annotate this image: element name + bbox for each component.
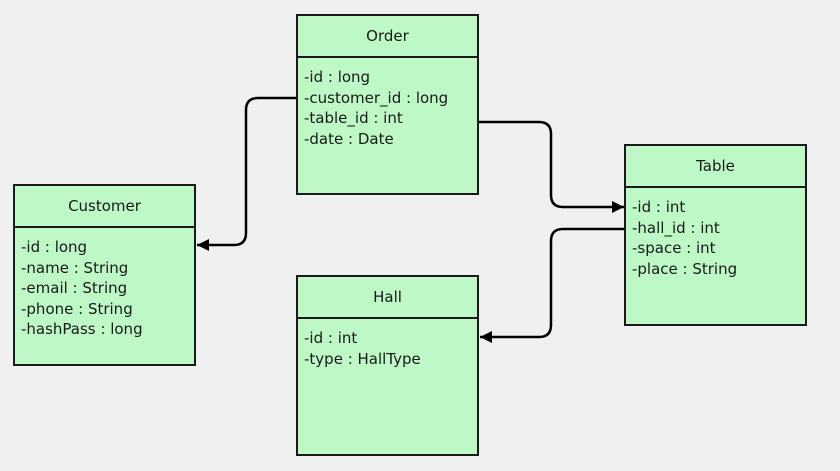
connector-order-to-table — [479, 120, 624, 213]
connector-table-to-hall — [480, 227, 624, 343]
class-customer[interactable]: Customer -id : long -name : String -emai… — [13, 184, 196, 366]
class-table[interactable]: Table -id : int -hall_id : int -space : … — [624, 144, 807, 326]
class-table-title: Table — [626, 146, 805, 188]
connector-order-to-customer — [197, 96, 296, 251]
attribute: -type : HallType — [304, 349, 421, 368]
class-customer-attributes: -id : long -name : String -email : Strin… — [15, 228, 194, 340]
class-order[interactable]: Order -id : long -customer_id : long -ta… — [296, 14, 479, 195]
class-customer-title: Customer — [15, 186, 194, 228]
attribute: -hashPass : long — [21, 320, 143, 339]
attribute: -id : int — [304, 329, 358, 347]
attribute: -hall_id : int — [632, 218, 720, 237]
class-hall-title: Hall — [298, 277, 477, 319]
attribute: -id : long — [304, 68, 371, 86]
attribute: -space : int — [632, 239, 716, 258]
class-table-attributes: -id : int -hall_id : int -space : int -p… — [626, 188, 805, 279]
attribute: -place : String — [632, 259, 738, 278]
class-order-title: Order — [298, 16, 477, 58]
attribute: -id : long — [21, 238, 88, 256]
attribute: -email : String — [21, 279, 128, 298]
attribute: -name : String — [21, 258, 129, 277]
attribute: -phone : String — [21, 299, 133, 318]
attribute: -id : int — [632, 198, 686, 216]
attribute: -customer_id : long — [304, 88, 449, 107]
class-order-attributes: -id : long -customer_id : long -table_id… — [298, 58, 477, 149]
attribute: -date : Date — [304, 129, 394, 148]
class-hall-attributes: -id : int -type : HallType — [298, 319, 477, 369]
attribute: -table_id : int — [304, 109, 403, 128]
class-hall[interactable]: Hall -id : int -type : HallType — [296, 275, 479, 456]
